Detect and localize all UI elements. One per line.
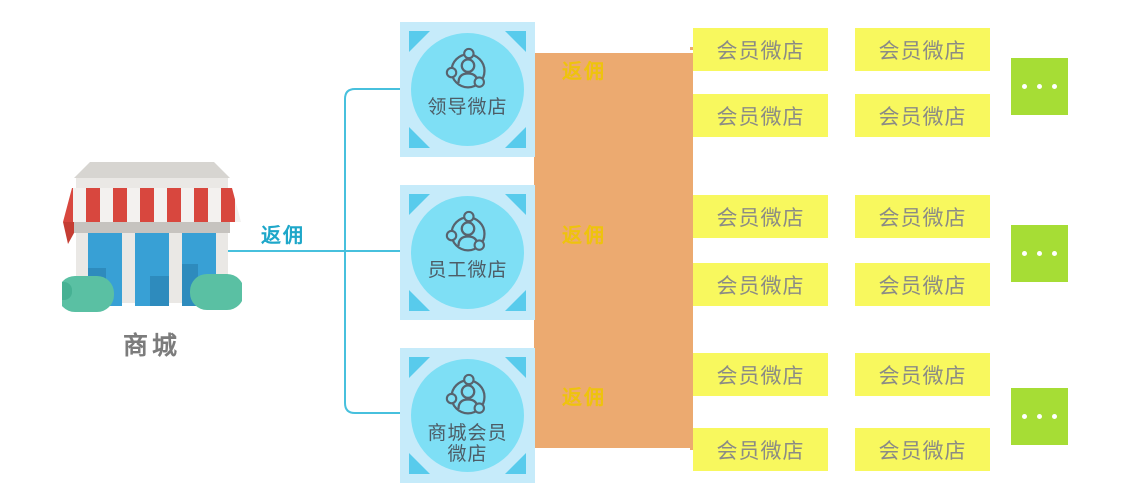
- more-box: [1011, 58, 1068, 115]
- tier-node-label: 领导微店: [427, 97, 508, 118]
- store-label: 商城: [122, 332, 181, 360]
- member-box: 会员微店: [693, 263, 828, 306]
- member-box: 会员微店: [855, 428, 990, 471]
- corner-ornament: [505, 357, 526, 378]
- more-box: [1011, 388, 1068, 445]
- corner-ornament: [409, 453, 430, 474]
- corner-ornament: [409, 290, 430, 311]
- corner-ornament: [505, 127, 526, 148]
- member-box: 会员微店: [693, 428, 828, 471]
- commission-label-tier3: 返佣: [562, 387, 606, 409]
- corner-ornament: [505, 194, 526, 215]
- commission-label-store: 返佣: [261, 225, 305, 247]
- member-box: 会员微店: [855, 28, 990, 71]
- tier-node-leader: 领导微店: [400, 22, 535, 157]
- member-box: 会员微店: [855, 263, 990, 306]
- member-box: 会员微店: [693, 94, 828, 137]
- ellipsis-icon: [1011, 58, 1068, 115]
- corner-ornament: [505, 453, 526, 474]
- ellipsis-icon: [1011, 225, 1068, 282]
- commission-label-tier1: 返佣: [562, 61, 606, 83]
- member-box: 会员微店: [693, 28, 828, 71]
- corner-ornament: [409, 127, 430, 148]
- corner-ornament: [409, 357, 430, 378]
- corner-ornament: [505, 31, 526, 52]
- member-box: 会员微店: [855, 195, 990, 238]
- member-box: 会员微店: [693, 195, 828, 238]
- tier-node-staff: 员工微店: [400, 185, 535, 320]
- more-box: [1011, 225, 1068, 282]
- tier-node-label: 员工微店: [427, 260, 508, 281]
- user-network-icon: [445, 373, 486, 415]
- commission-band: [534, 53, 693, 448]
- commission-label-tier2: 返佣: [562, 225, 606, 247]
- member-box: 会员微店: [855, 94, 990, 137]
- user-network-icon: [445, 210, 486, 252]
- tier-node-label: 商城会员微店: [427, 423, 508, 465]
- user-network-icon: [445, 47, 486, 89]
- corner-ornament: [409, 194, 430, 215]
- storefront-icon: [50, 162, 244, 312]
- member-box: 会员微店: [855, 353, 990, 396]
- member-box: 会员微店: [693, 353, 828, 396]
- ellipsis-icon: [1011, 388, 1068, 445]
- corner-ornament: [505, 290, 526, 311]
- corner-ornament: [409, 31, 430, 52]
- tier-node-mall-member: 商城会员微店: [400, 348, 535, 483]
- store-node: [50, 156, 244, 321]
